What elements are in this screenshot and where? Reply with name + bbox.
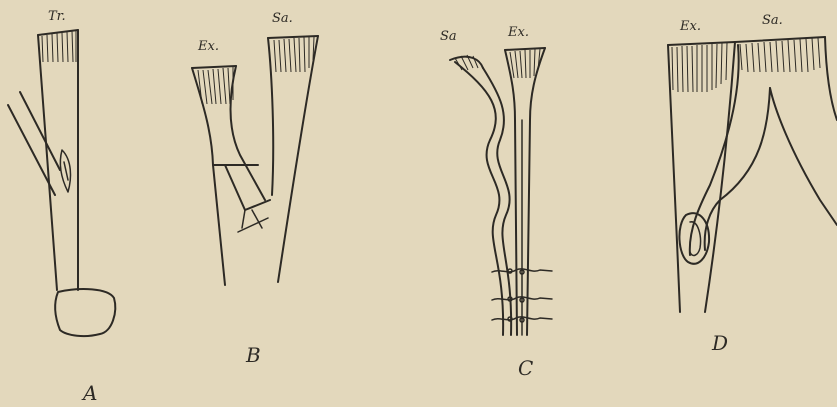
figure-a-label-tr: Tr. <box>48 9 66 24</box>
figure-a-letter: A <box>81 381 97 405</box>
figure-c-label-ex: Ex. <box>507 25 529 40</box>
figure-b-label-sa: Sa. <box>272 11 293 26</box>
figure-c-label-sa: Sa <box>440 29 457 44</box>
figure-d-label-sa: Sa. <box>762 13 783 28</box>
figure-d-label-ex: Ex. <box>679 19 701 34</box>
figure-c-letter: C <box>518 356 533 380</box>
figure-b-letter: B <box>245 343 261 367</box>
figure-b-label-ex: Ex. <box>197 39 219 54</box>
figure-d-letter: D <box>711 331 728 355</box>
